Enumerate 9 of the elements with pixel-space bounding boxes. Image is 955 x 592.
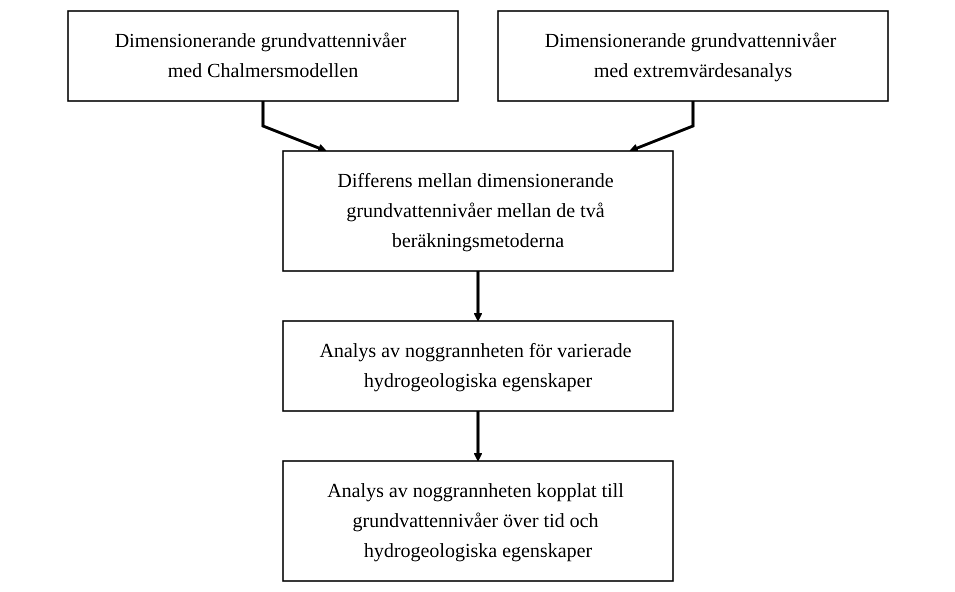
arrow (473, 411, 482, 462)
arrow (261, 101, 326, 152)
arrow (473, 271, 482, 322)
node-box: Dimensionerande grundvattennivåer med extremvärdesanalys (496, 10, 888, 102)
node-box: Analys av noggrannheten för varierade hydrogeologiska egenskaper (282, 320, 674, 412)
arrow (628, 101, 694, 152)
node-box: Differens mellan dimensionerande grundvattennivåer mellan de två beräkningsmetoderna (282, 150, 674, 272)
node-box: Dimensionerande grundvattennivåer med Chalmersmodellen (66, 10, 458, 102)
node-box: Analys av noggrannheten kopplat till grundvattennivåer över tid och hydrogeologiska egenskaper (282, 460, 674, 582)
